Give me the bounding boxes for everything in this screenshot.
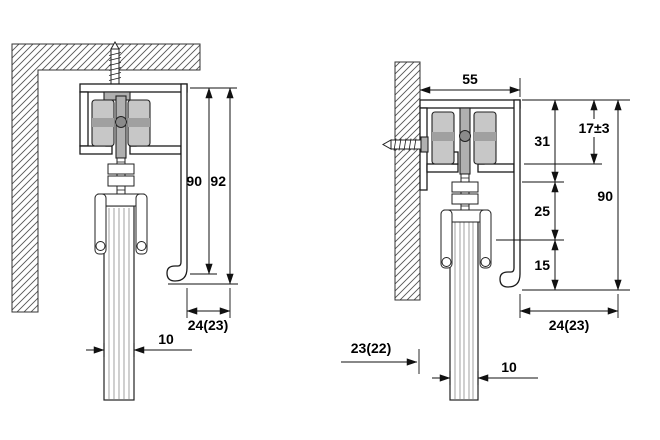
adjustment-nut-lower: [107, 175, 135, 187]
roller-carriage: [91, 95, 151, 159]
screw-threads: [108, 52, 122, 81]
dim-23-gap: 23(22): [341, 340, 420, 374]
door-grain-right: [454, 220, 474, 399]
dim-24-right: 24(23): [519, 294, 619, 333]
track-flange-left-right: [426, 163, 459, 173]
wall-screw: [381, 136, 429, 153]
roller-wheel-band-left: [92, 118, 114, 127]
dim-17-adjust: 17±3: [572, 99, 616, 165]
track-flange-right-right: [477, 163, 515, 173]
dim-17-label: 17±3: [578, 120, 609, 136]
door-panel: [103, 205, 135, 401]
screw-seat: [420, 136, 429, 153]
hanger-axle: [115, 116, 127, 128]
wall-hatch: [394, 61, 421, 301]
dim-10-right: 10: [432, 359, 538, 385]
ceiling-screw: [108, 40, 122, 86]
dim-15-label: 15: [534, 257, 550, 273]
dim-92-left-label: 92: [210, 173, 226, 189]
track-flange-right: [129, 145, 182, 155]
bracket-side-left: [94, 193, 107, 255]
roller-wheel-band-left-r: [432, 132, 454, 141]
dim-25: 25: [534, 181, 559, 241]
adjustment-nut-upper-right: [451, 181, 479, 193]
dim-90-right-label: 90: [597, 188, 613, 204]
screw-tip: [110, 40, 120, 50]
dim-55-label: 55: [462, 71, 478, 87]
dim-10-left: 10: [86, 331, 192, 357]
dim-10-right-label: 10: [501, 359, 517, 375]
track-left-wall: [79, 91, 89, 147]
dim-24-left-label: 24(23): [188, 317, 228, 333]
ceiling-wall-hatch: [11, 43, 201, 313]
door-panel-right: [449, 217, 479, 401]
dim-24-left: 24(23): [186, 288, 231, 333]
bracket-screw-left-r: [441, 257, 452, 267]
adjustment-nut-upper: [107, 163, 135, 175]
roller-wheel-band-right-r: [474, 132, 496, 141]
left-view: 90 92 24(23) 10: [11, 40, 238, 401]
adjustment-nut-lower-right: [451, 193, 479, 205]
suspension-assembly-right: [451, 173, 479, 211]
hanger-axle-right: [459, 130, 471, 142]
door-bracket: [94, 193, 148, 255]
bracket-screw-right-r: [480, 257, 491, 267]
dim-55: 55: [419, 71, 521, 97]
suspension-assembly: [107, 157, 135, 197]
dim-90-left-label: 90: [186, 173, 202, 189]
track-top-plate-right: [419, 99, 521, 109]
wall-screw-threads: [393, 138, 417, 151]
track-fascia-curl-right: [499, 99, 521, 288]
dim-31: 31: [534, 99, 559, 183]
door-bracket-right: [440, 209, 492, 269]
dim-31-label: 31: [534, 133, 550, 149]
dim-10-left-label: 10: [158, 331, 174, 347]
right-view: 55 31 25 15 17±3 90: [341, 61, 630, 401]
dim-90-right: 90: [597, 99, 622, 291]
dim-25-label: 25: [534, 203, 550, 219]
dim-23-label: 23(22): [351, 340, 391, 356]
bracket-side-right-r: [479, 209, 492, 269]
dim-15: 15: [534, 239, 559, 291]
bracket-side-right: [135, 193, 148, 255]
track-flange-left: [79, 145, 113, 155]
bracket-screw-right: [136, 241, 147, 251]
door-grain: [108, 208, 130, 399]
roller-carriage-right: [431, 107, 497, 175]
dim-24-right-label: 24(23): [549, 317, 589, 333]
bracket-side-left-r: [440, 209, 453, 269]
bracket-screw-left: [95, 241, 106, 251]
roller-wheel-band-right: [128, 118, 150, 127]
track-fascia-curl: [166, 83, 188, 282]
dim-92-left: 92: [168, 87, 238, 285]
track-top-plate: [79, 83, 188, 93]
wall-screw-tip: [381, 139, 392, 150]
